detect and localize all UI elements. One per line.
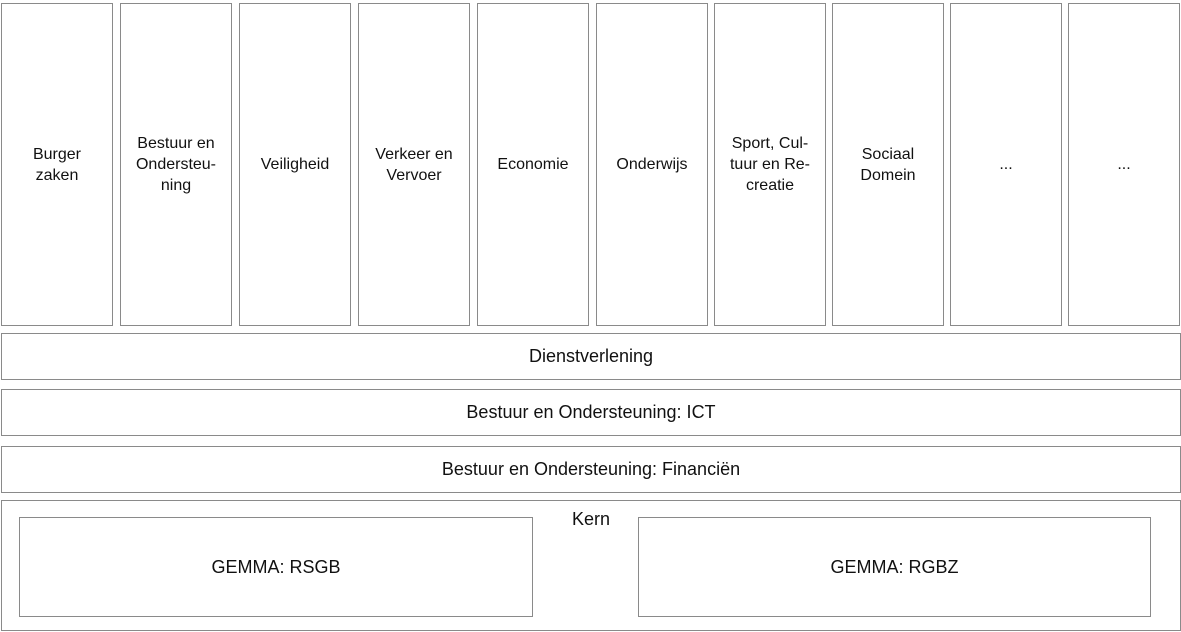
column-burgerzaken: Burger zaken — [1, 3, 113, 326]
column-sport-cultuur-recreatie: Sport, Cul- tuur en Re- creatie — [714, 3, 826, 326]
column-label: Verkeer en Vervoer — [375, 145, 453, 184]
column-label: Bestuur en Ondersteu- ning — [135, 135, 217, 194]
kern-box-rsgb: GEMMA: RSGB — [19, 517, 533, 617]
column-veiligheid: Veiligheid — [239, 3, 351, 326]
column-economie: Economie — [477, 3, 589, 326]
column-label: Sociaal Domein — [860, 145, 916, 184]
column-label: Onderwijs — [616, 156, 688, 173]
column-label: Veiligheid — [260, 156, 330, 173]
band-label: Bestuur en Ondersteuning: Financiën — [441, 459, 741, 479]
band-financien: Bestuur en Ondersteuning: Financiën — [1, 446, 1181, 493]
band-ict: Bestuur en Ondersteuning: ICT — [1, 389, 1181, 436]
column-bestuur-en-ondersteuning: Bestuur en Ondersteu- ning — [120, 3, 232, 326]
column-label: Burger zaken — [32, 145, 82, 184]
band-dienstverlening: Dienstverlening — [1, 333, 1181, 380]
kern-box-label: GEMMA: RSGB — [211, 556, 341, 577]
column-more-1: ... — [950, 3, 1062, 326]
kern-container: Kern GEMMA: RSGB GEMMA: RGBZ — [1, 500, 1181, 631]
kern-box-label: GEMMA: RGBZ — [830, 556, 959, 577]
band-label: Dienstverlening — [528, 346, 654, 366]
column-more-2: ... — [1068, 3, 1180, 326]
column-label: ... — [1117, 156, 1131, 173]
column-label: Sport, Cul- tuur en Re- creatie — [729, 135, 811, 194]
band-label: Bestuur en Ondersteuning: ICT — [466, 402, 716, 422]
column-verkeer-en-vervoer: Verkeer en Vervoer — [358, 3, 470, 326]
kern-box-rgbz: GEMMA: RGBZ — [638, 517, 1151, 617]
column-onderwijs: Onderwijs — [596, 3, 708, 326]
column-label: Economie — [497, 156, 569, 173]
kern-title: Kern — [571, 509, 611, 529]
column-sociaal-domein: Sociaal Domein — [832, 3, 944, 326]
column-label: ... — [999, 156, 1013, 173]
